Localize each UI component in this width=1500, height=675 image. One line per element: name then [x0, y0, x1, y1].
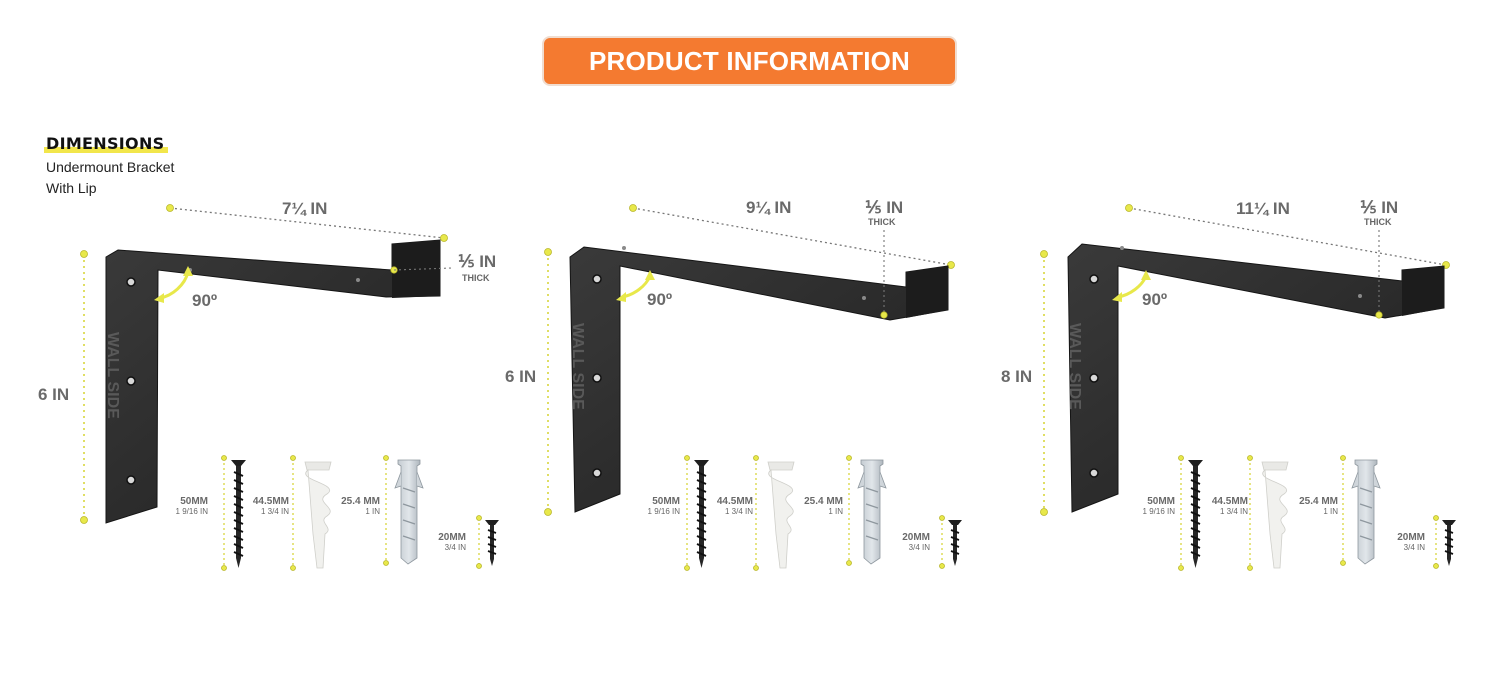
bracket-3-thick-label: THICK [1364, 217, 1392, 227]
dimensions-subtitle-line1: Undermount Bracket [46, 159, 175, 175]
bracket-1-thickness: ⅕ IN [458, 252, 496, 271]
hw3-anchor-mm: 44.5MM [1212, 496, 1248, 507]
bracket-2-angle: 90º [647, 290, 672, 309]
bracket-2: 6 IN 9¼ IN WALL SIDE 90º ⅕ IN THICK 50MM… [505, 198, 963, 572]
hw1-screw-long-in: 1 9/16 IN [176, 507, 209, 516]
hw3-plug-in: 1 IN [1323, 507, 1338, 516]
product-information-banner: PRODUCT INFORMATION [542, 36, 957, 86]
hw2-plug-mm: 25.4 MM [804, 496, 843, 507]
bracket-1-thick-label: THICK [462, 273, 490, 283]
dimensions-subtitle-line2: With Lip [46, 180, 97, 196]
bracket-1-height: 6 IN [38, 385, 69, 404]
bracket-3-wall-side: WALL SIDE [1066, 323, 1083, 410]
hw1-plug-mm: 25.4 MM [341, 496, 380, 507]
hw3-screw-short-in: 3/4 IN [1404, 543, 1426, 552]
bracket-1-wall-side: WALL SIDE [104, 332, 121, 419]
hw1-anchor-mm: 44.5MM [253, 496, 289, 507]
bracket-3-thickness: ⅕ IN [1360, 198, 1398, 217]
dimensions-block: DIMENSIONS Undermount Bracket With Lip [44, 134, 175, 196]
hw1-screw-short-in: 3/4 IN [445, 543, 467, 552]
bracket-2-thickness: ⅕ IN [865, 198, 903, 217]
hw3-screw-long-in: 1 9/16 IN [1143, 507, 1176, 516]
hw3-plug-mm: 25.4 MM [1299, 496, 1338, 507]
hw2-plug-in: 1 IN [828, 507, 843, 516]
bracket-2-height: 6 IN [505, 367, 536, 386]
hw2-screw-short-in: 3/4 IN [909, 543, 931, 552]
bracket-3-angle: 90º [1142, 290, 1167, 309]
bracket-3: 8 IN 11¼ IN WALL SIDE 90º ⅕ IN THICK 50M… [1001, 198, 1457, 572]
hw1-screw-short-mm: 20MM [438, 532, 466, 543]
bracket-3-length: 11¼ IN [1236, 199, 1290, 218]
bracket-3-height: 8 IN [1001, 367, 1032, 386]
bracket-1-length: 7¼ IN [282, 199, 327, 218]
hw2-anchor-in: 1 3/4 IN [725, 507, 753, 516]
bracket-2-wall-side: WALL SIDE [569, 323, 586, 410]
hw1-plug-in: 1 IN [365, 507, 380, 516]
hw1-anchor-in: 1 3/4 IN [261, 507, 289, 516]
hw2-anchor-mm: 44.5MM [717, 496, 753, 507]
hw2-screw-short-mm: 20MM [902, 532, 930, 543]
bracket-2-length: 9¼ IN [746, 198, 791, 217]
hw2-screw-long-mm: 50MM [652, 496, 680, 507]
hw2-screw-long-in: 1 9/16 IN [648, 507, 681, 516]
hw3-screw-long-mm: 50MM [1147, 496, 1175, 507]
bracket-1: 6 IN 7¼ IN WALL SIDE 90º ⅕ IN THICK 50MM… [38, 199, 500, 572]
hw1-screw-long-mm: 50MM [180, 496, 208, 507]
dimensions-title: DIMENSIONS [44, 134, 169, 153]
hw3-screw-short-mm: 20MM [1397, 532, 1425, 543]
hw3-anchor-in: 1 3/4 IN [1220, 507, 1248, 516]
bracket-2-thick-label: THICK [868, 217, 896, 227]
bracket-1-angle: 90º [192, 291, 217, 310]
